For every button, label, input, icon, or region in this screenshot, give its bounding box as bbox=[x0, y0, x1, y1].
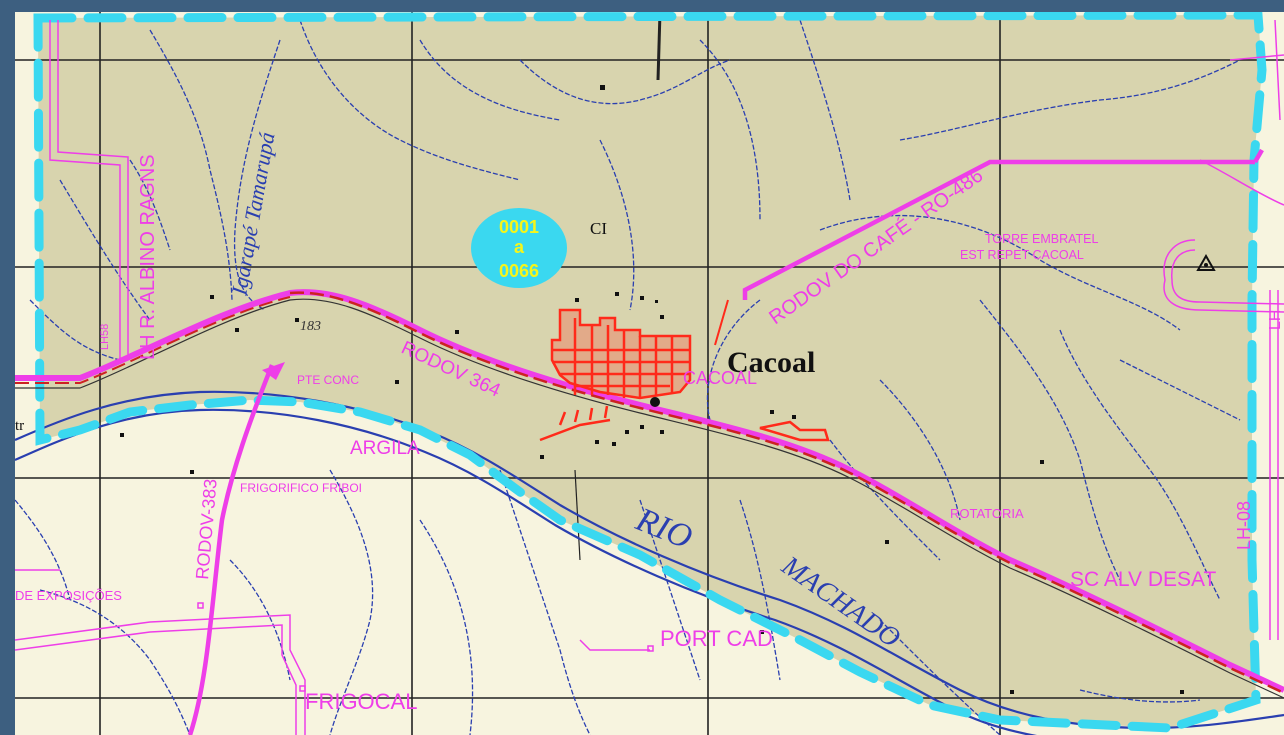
badge-line2: a bbox=[514, 237, 525, 257]
map-canvas[interactable]: 0001 a 0066 CI Cacoal RODOV DO CAFÉ - RO… bbox=[15, 12, 1284, 735]
label-lh-small: LH58 bbox=[99, 324, 111, 350]
label-torre: TORRE EMBRATEL bbox=[985, 232, 1098, 246]
city-name: Cacoal bbox=[727, 346, 815, 379]
urban-perimeter-boundary bbox=[33, 12, 1267, 733]
label-frigorifico: FRIGORIFICO FRIBOI bbox=[240, 481, 362, 495]
label-argila: ARGILA bbox=[350, 438, 420, 459]
label-est-repet: EST REPET CACOAL bbox=[960, 248, 1084, 262]
sector-badge: 0001 a 0066 bbox=[471, 208, 567, 288]
road-arrow-icon bbox=[262, 362, 285, 380]
track-lines bbox=[15, 291, 1284, 699]
label-exposicoes: DE EXPOSIÇÕES bbox=[15, 588, 122, 603]
badge-line3: 0066 bbox=[499, 261, 539, 281]
label-frigocal: FRIGOCAL bbox=[305, 689, 417, 714]
label-lh-albino: LH R. ALBINO RAGNS bbox=[137, 154, 159, 360]
tower-triangle-icon bbox=[1196, 253, 1216, 271]
label-rotatoria: ROTATORIA bbox=[950, 506, 1024, 521]
label-hill: 183 bbox=[300, 319, 321, 334]
building-dots bbox=[120, 85, 1184, 694]
label-lh-right: LH bbox=[1267, 310, 1284, 330]
urban-perimeter-area bbox=[38, 15, 1262, 728]
sector-code: CI bbox=[590, 219, 607, 238]
label-pte-conc: PTE CONC bbox=[297, 373, 359, 387]
badge-line1: 0001 bbox=[499, 217, 539, 237]
label-edge-left: tr bbox=[15, 418, 24, 434]
label-cacoal-small: CACOAL bbox=[683, 368, 757, 388]
label-lh-08: LH-08 bbox=[1234, 501, 1254, 550]
label-port-cad: PORT CAD bbox=[660, 626, 773, 651]
label-sc-alv: SC ALV DESAT bbox=[1070, 568, 1216, 591]
map-svg: 0001 a 0066 CI Cacoal RODOV DO CAFÉ - RO… bbox=[15, 12, 1284, 735]
urban-blocks bbox=[539, 299, 830, 442]
